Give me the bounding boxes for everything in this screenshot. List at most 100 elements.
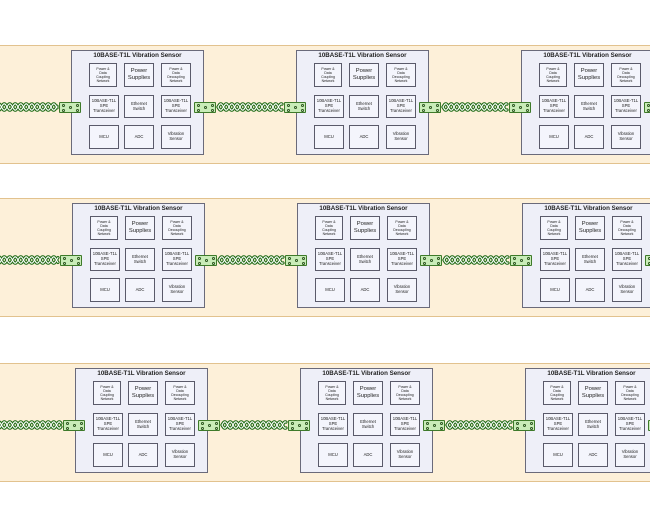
- connector-pin-icon: [648, 261, 650, 265]
- connector-pin-icon: [526, 108, 529, 112]
- power-supplies-block: Power Supplies: [128, 381, 158, 405]
- twisted-pair-cable-icon: [445, 420, 513, 430]
- connector-pin-icon: [201, 426, 204, 430]
- connector-pin-icon: [215, 421, 218, 425]
- power-data-decoupling-block: Power & Data Decoupling Network: [161, 63, 191, 87]
- connector-pin-icon: [436, 103, 439, 107]
- power-data-decoupling-block: Power & Data Decoupling Network: [611, 63, 641, 87]
- connector-pin-icon: [291, 421, 294, 425]
- spe-transceiver-right-block: 10BASE-T1L SPE Transceiver: [612, 248, 642, 271]
- twisted-pair-cable-icon: [442, 255, 510, 265]
- power-supplies-block: Power Supplies: [574, 63, 604, 87]
- connector-pin-icon: [66, 426, 69, 430]
- ethernet-switch-block: Ethernet Switch: [574, 95, 604, 118]
- cable-strand: [446, 421, 512, 429]
- spe-connector-left-icon: [513, 419, 535, 431]
- mcu-block: MCU: [314, 125, 344, 149]
- connector-pin-icon: [530, 421, 533, 425]
- adc-block: ADC: [128, 443, 158, 467]
- connector-pin-icon: [523, 424, 526, 427]
- spe-transceiver-right-block: 10BASE-T1L SPE Transceiver: [386, 95, 416, 118]
- spe-transceiver-right-block: 10BASE-T1L SPE Transceiver: [611, 95, 641, 118]
- connector-pin-icon: [288, 256, 291, 260]
- ethernet-switch-block: Ethernet Switch: [578, 413, 608, 436]
- spe-transceiver-left-block: 10BASE-T1L SPE Transceiver: [540, 248, 570, 271]
- connector-pin-icon: [77, 256, 80, 260]
- sensor-title: 10BASE-T1L Vibration Sensor: [544, 205, 633, 212]
- adc-block: ADC: [578, 443, 608, 467]
- power-supplies-block: Power Supplies: [124, 63, 154, 87]
- connector-pin-icon: [440, 426, 443, 430]
- power-data-decoupling-block: Power & Data Decoupling Network: [386, 63, 416, 87]
- vibration-sensor-block: Vibration Sensor: [386, 125, 416, 149]
- spe-transceiver-left-block: 10BASE-T1L SPE Transceiver: [318, 413, 348, 436]
- spe-transceiver-left-block: 10BASE-T1L SPE Transceiver: [539, 95, 569, 118]
- connector-pin-icon: [530, 426, 533, 430]
- cable-strand: [443, 256, 509, 264]
- twisted-pair-cable-icon: [0, 102, 59, 112]
- connector-pin-icon: [437, 261, 440, 265]
- spe-transceiver-right-block: 10BASE-T1L SPE Transceiver: [165, 413, 195, 436]
- ethernet-switch-block: Ethernet Switch: [128, 413, 158, 436]
- cable-strand: [443, 256, 509, 264]
- connector-pin-icon: [69, 106, 72, 109]
- cable-strand: [221, 421, 287, 429]
- power-data-decoupling-block: Power & Data Decoupling Network: [387, 216, 417, 240]
- adc-block: ADC: [574, 125, 604, 149]
- ethernet-switch-block: Ethernet Switch: [349, 95, 379, 118]
- connector-pin-icon: [527, 261, 530, 265]
- connector-pin-icon: [305, 421, 308, 425]
- ethernet-switch-block: Ethernet Switch: [124, 95, 154, 118]
- connector-pin-icon: [426, 426, 429, 430]
- connector-pin-icon: [76, 103, 79, 107]
- sensor-title: 10BASE-T1L Vibration Sensor: [543, 52, 632, 59]
- connector-pin-icon: [295, 259, 298, 262]
- connector-pin-icon: [423, 256, 426, 260]
- connector-pin-icon: [291, 426, 294, 430]
- cable-strand: [0, 103, 58, 111]
- connector-pin-icon: [429, 106, 432, 109]
- spe-connector-left-icon: [59, 101, 81, 113]
- twisted-pair-cable-icon: [441, 102, 509, 112]
- power-supplies-block: Power Supplies: [578, 381, 608, 405]
- connector-pin-icon: [526, 103, 529, 107]
- spe-connector-left-icon: [288, 419, 310, 431]
- mcu-block: MCU: [543, 443, 573, 467]
- cable-strand: [0, 103, 58, 111]
- cable-strand: [0, 421, 62, 429]
- connector-pin-icon: [63, 261, 66, 265]
- connector-pin-icon: [512, 108, 515, 112]
- spe-transceiver-left-block: 10BASE-T1L SPE Transceiver: [93, 413, 123, 436]
- spe-transceiver-left-block: 10BASE-T1L SPE Transceiver: [90, 248, 120, 271]
- power-supplies-block: Power Supplies: [125, 216, 155, 240]
- adc-block: ADC: [349, 125, 379, 149]
- connector-pin-icon: [423, 261, 426, 265]
- spe-connector-right-icon: [645, 254, 650, 266]
- connector-pin-icon: [70, 259, 73, 262]
- connector-pin-icon: [212, 261, 215, 265]
- connector-pin-icon: [648, 256, 650, 260]
- power-data-decoupling-block: Power & Data Decoupling Network: [612, 216, 642, 240]
- connector-pin-icon: [198, 261, 201, 265]
- connector-pin-icon: [519, 106, 522, 109]
- connector-pin-icon: [436, 108, 439, 112]
- vibration-sensor-block: Vibration Sensor: [611, 125, 641, 149]
- connector-pin-icon: [302, 261, 305, 265]
- connector-pin-icon: [212, 256, 215, 260]
- spe-connector-right-icon: [198, 419, 220, 431]
- mcu-block: MCU: [540, 278, 570, 302]
- power-data-coupling-block: Power & Data Coupling Network: [318, 381, 346, 405]
- connector-pin-icon: [204, 106, 207, 109]
- power-data-coupling-block: Power & Data Coupling Network: [539, 63, 567, 87]
- vibration-sensor-block: Vibration Sensor: [615, 443, 645, 467]
- cable-strand: [217, 103, 283, 111]
- spe-transceiver-right-block: 10BASE-T1L SPE Transceiver: [161, 95, 191, 118]
- power-supplies-block: Power Supplies: [349, 63, 379, 87]
- spe-connector-right-icon: [419, 101, 441, 113]
- spe-connector-right-icon: [420, 254, 442, 266]
- power-supplies-block: Power Supplies: [575, 216, 605, 240]
- vibration-sensor-block: Vibration Sensor: [165, 443, 195, 467]
- sensor-title: 10BASE-T1L Vibration Sensor: [93, 52, 182, 59]
